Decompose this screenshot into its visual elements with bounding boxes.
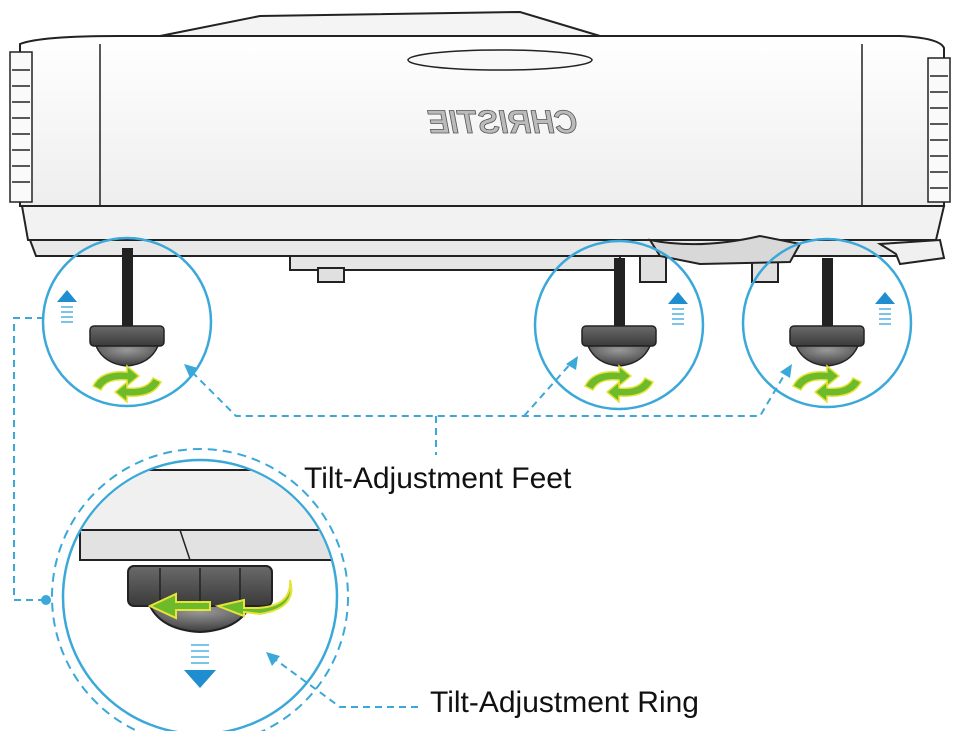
tilt-adjustment-feet-label: Tilt-Adjustment Feet [304,462,572,495]
foot-pad [94,345,160,367]
tilt-adjustment-ring-label: Tilt-Adjustment Ring [430,686,699,719]
right-vent [927,57,951,203]
rotate-arrows-icon [791,364,863,404]
rotate-arrows-icon [147,579,293,620]
projector-body [9,10,951,283]
rotate-arrows-icon [91,364,163,404]
leader-arrowheads [184,356,792,378]
link-dot [41,595,51,605]
ring-leader-line [266,652,418,708]
foot-callout-middle [533,239,705,411]
raise-arrow-icon [668,292,688,325]
foot-callout-left [41,236,213,408]
raise-arrow-icon [875,292,895,325]
left-vent [9,51,33,203]
foot-knob [89,325,165,347]
feet-leader-lines [191,361,787,455]
foot-shaft [122,248,133,328]
ring-link-line [13,317,46,601]
foot-callout-right [741,237,913,409]
rotate-arrows-icon [583,364,655,404]
ring-detail-callout [51,448,349,736]
brand-logo: CHRISTIE [427,104,578,140]
raise-arrow-icon [57,290,77,323]
lower-arrow-icon [184,644,216,688]
